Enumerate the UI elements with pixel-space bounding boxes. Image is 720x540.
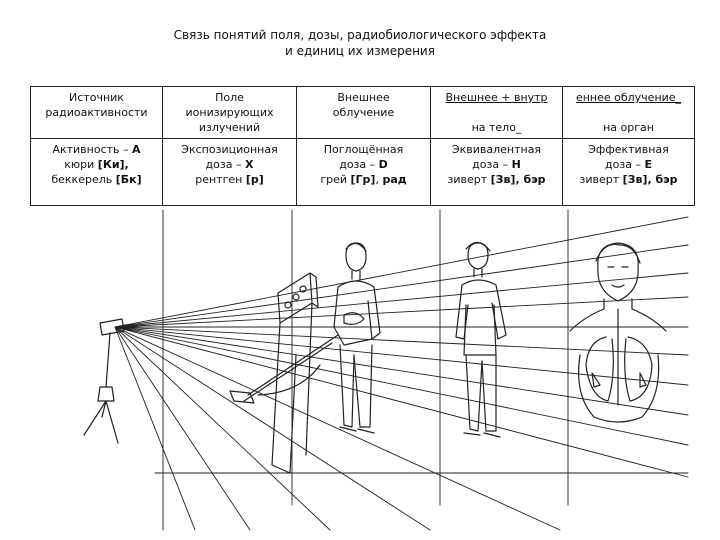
effective-unit: [Зв], бэр [622,173,678,186]
measuring-probe [230,335,338,403]
header-field: Поле ионизирующих излучений [162,86,297,139]
header-col4-bottom: на тело_ [471,121,522,134]
activity-unit2-name: беккерель [51,173,116,186]
header-col4: Внешнее + внутр на тело_ [430,86,563,139]
table-data-row: Активность – А кюри [Ки], беккерель [Бк]… [30,138,695,206]
absorbed-label: Поглощённая [323,143,404,156]
header-field-l1: Поле [215,91,244,104]
organ-figure [570,243,666,422]
activity-unit1: [Ки], [97,158,129,171]
effective-label: Эффективная [588,143,669,156]
equivalent-dose: доза – [472,158,512,171]
header-source-l1: Источник [69,91,124,104]
header-external-l2: облучение [332,106,395,119]
concepts-table: Источник радиоактивности Поле ионизирующ… [30,86,695,206]
cell-exposure: Экспозиционная доза – X рентген [р] [162,138,297,206]
person-figure-2 [456,242,506,437]
absorbed-unit-name: грей [320,173,351,186]
activity-symbol: А [132,143,141,156]
effective-dose: доза – [605,158,645,171]
radiation-scene-illustration [0,205,720,540]
activity-unit1-name: кюри [64,158,98,171]
effective-unit-name: зиверт [579,173,623,186]
title-line-1: Связь понятий поля, дозы, радиобиологиче… [173,28,547,42]
header-field-l2: ионизирующих [185,106,274,119]
header-col5: еннее облучение_ на орган [562,86,695,139]
title-line-2: и единиц их измерения [285,44,435,58]
header-col4-top: Внешнее + внутр [445,91,548,104]
header-source: Источник радиоактивности [30,86,163,139]
activity-unit2: [Бк] [115,173,142,186]
radiation-source-tripod [84,319,124,443]
absorbed-dose: доза – [339,158,379,171]
cell-effective: Эффективная доза – E зиверт [Зв], бэр [562,138,695,206]
exposure-dose: доза – [205,158,245,171]
header-field-l3: излучений [198,121,261,134]
equivalent-unit-name: зиверт [447,173,491,186]
exposure-unit-name: рентген [195,173,246,186]
equivalent-symbol: H [511,158,521,171]
absorbed-unit2: рад [382,173,407,186]
absorbed-sep: , [375,173,383,186]
absorbed-unit: [Гр] [350,173,376,186]
page-title: Связь понятий поля, дозы, радиобиологиче… [0,27,720,59]
cell-absorbed: Поглощённая доза – D грей [Гр], рад [296,138,431,206]
header-col5-bottom: на орган [603,121,654,134]
activity-label: Активность – [52,143,133,156]
header-external-l1: Внешнее [337,91,390,104]
equivalent-label: Эквивалентная [451,143,542,156]
effective-symbol: E [644,158,652,171]
exposure-symbol: X [244,158,254,171]
header-external: Внешнее облучение [296,86,431,139]
header-source-l2: радиоактивности [45,106,148,119]
equivalent-unit: [Зв], бэр [490,173,546,186]
exposure-label: Экспозиционная [181,143,278,156]
vertical-guide-lines [163,210,568,530]
exposure-unit: [р] [245,173,264,186]
person-figure-1 [334,243,380,433]
header-col5-top: еннее облучение_ [575,91,682,104]
perspective-ray-lines [115,217,688,530]
cell-equivalent: Эквивалентная доза – H зиверт [Зв], бэр [430,138,563,206]
dosimeter-device [272,273,318,473]
cell-activity: Активность – А кюри [Ки], беккерель [Бк] [30,138,163,206]
table-header-row: Источник радиоактивности Поле ионизирующ… [30,86,695,139]
absorbed-symbol: D [378,158,388,171]
